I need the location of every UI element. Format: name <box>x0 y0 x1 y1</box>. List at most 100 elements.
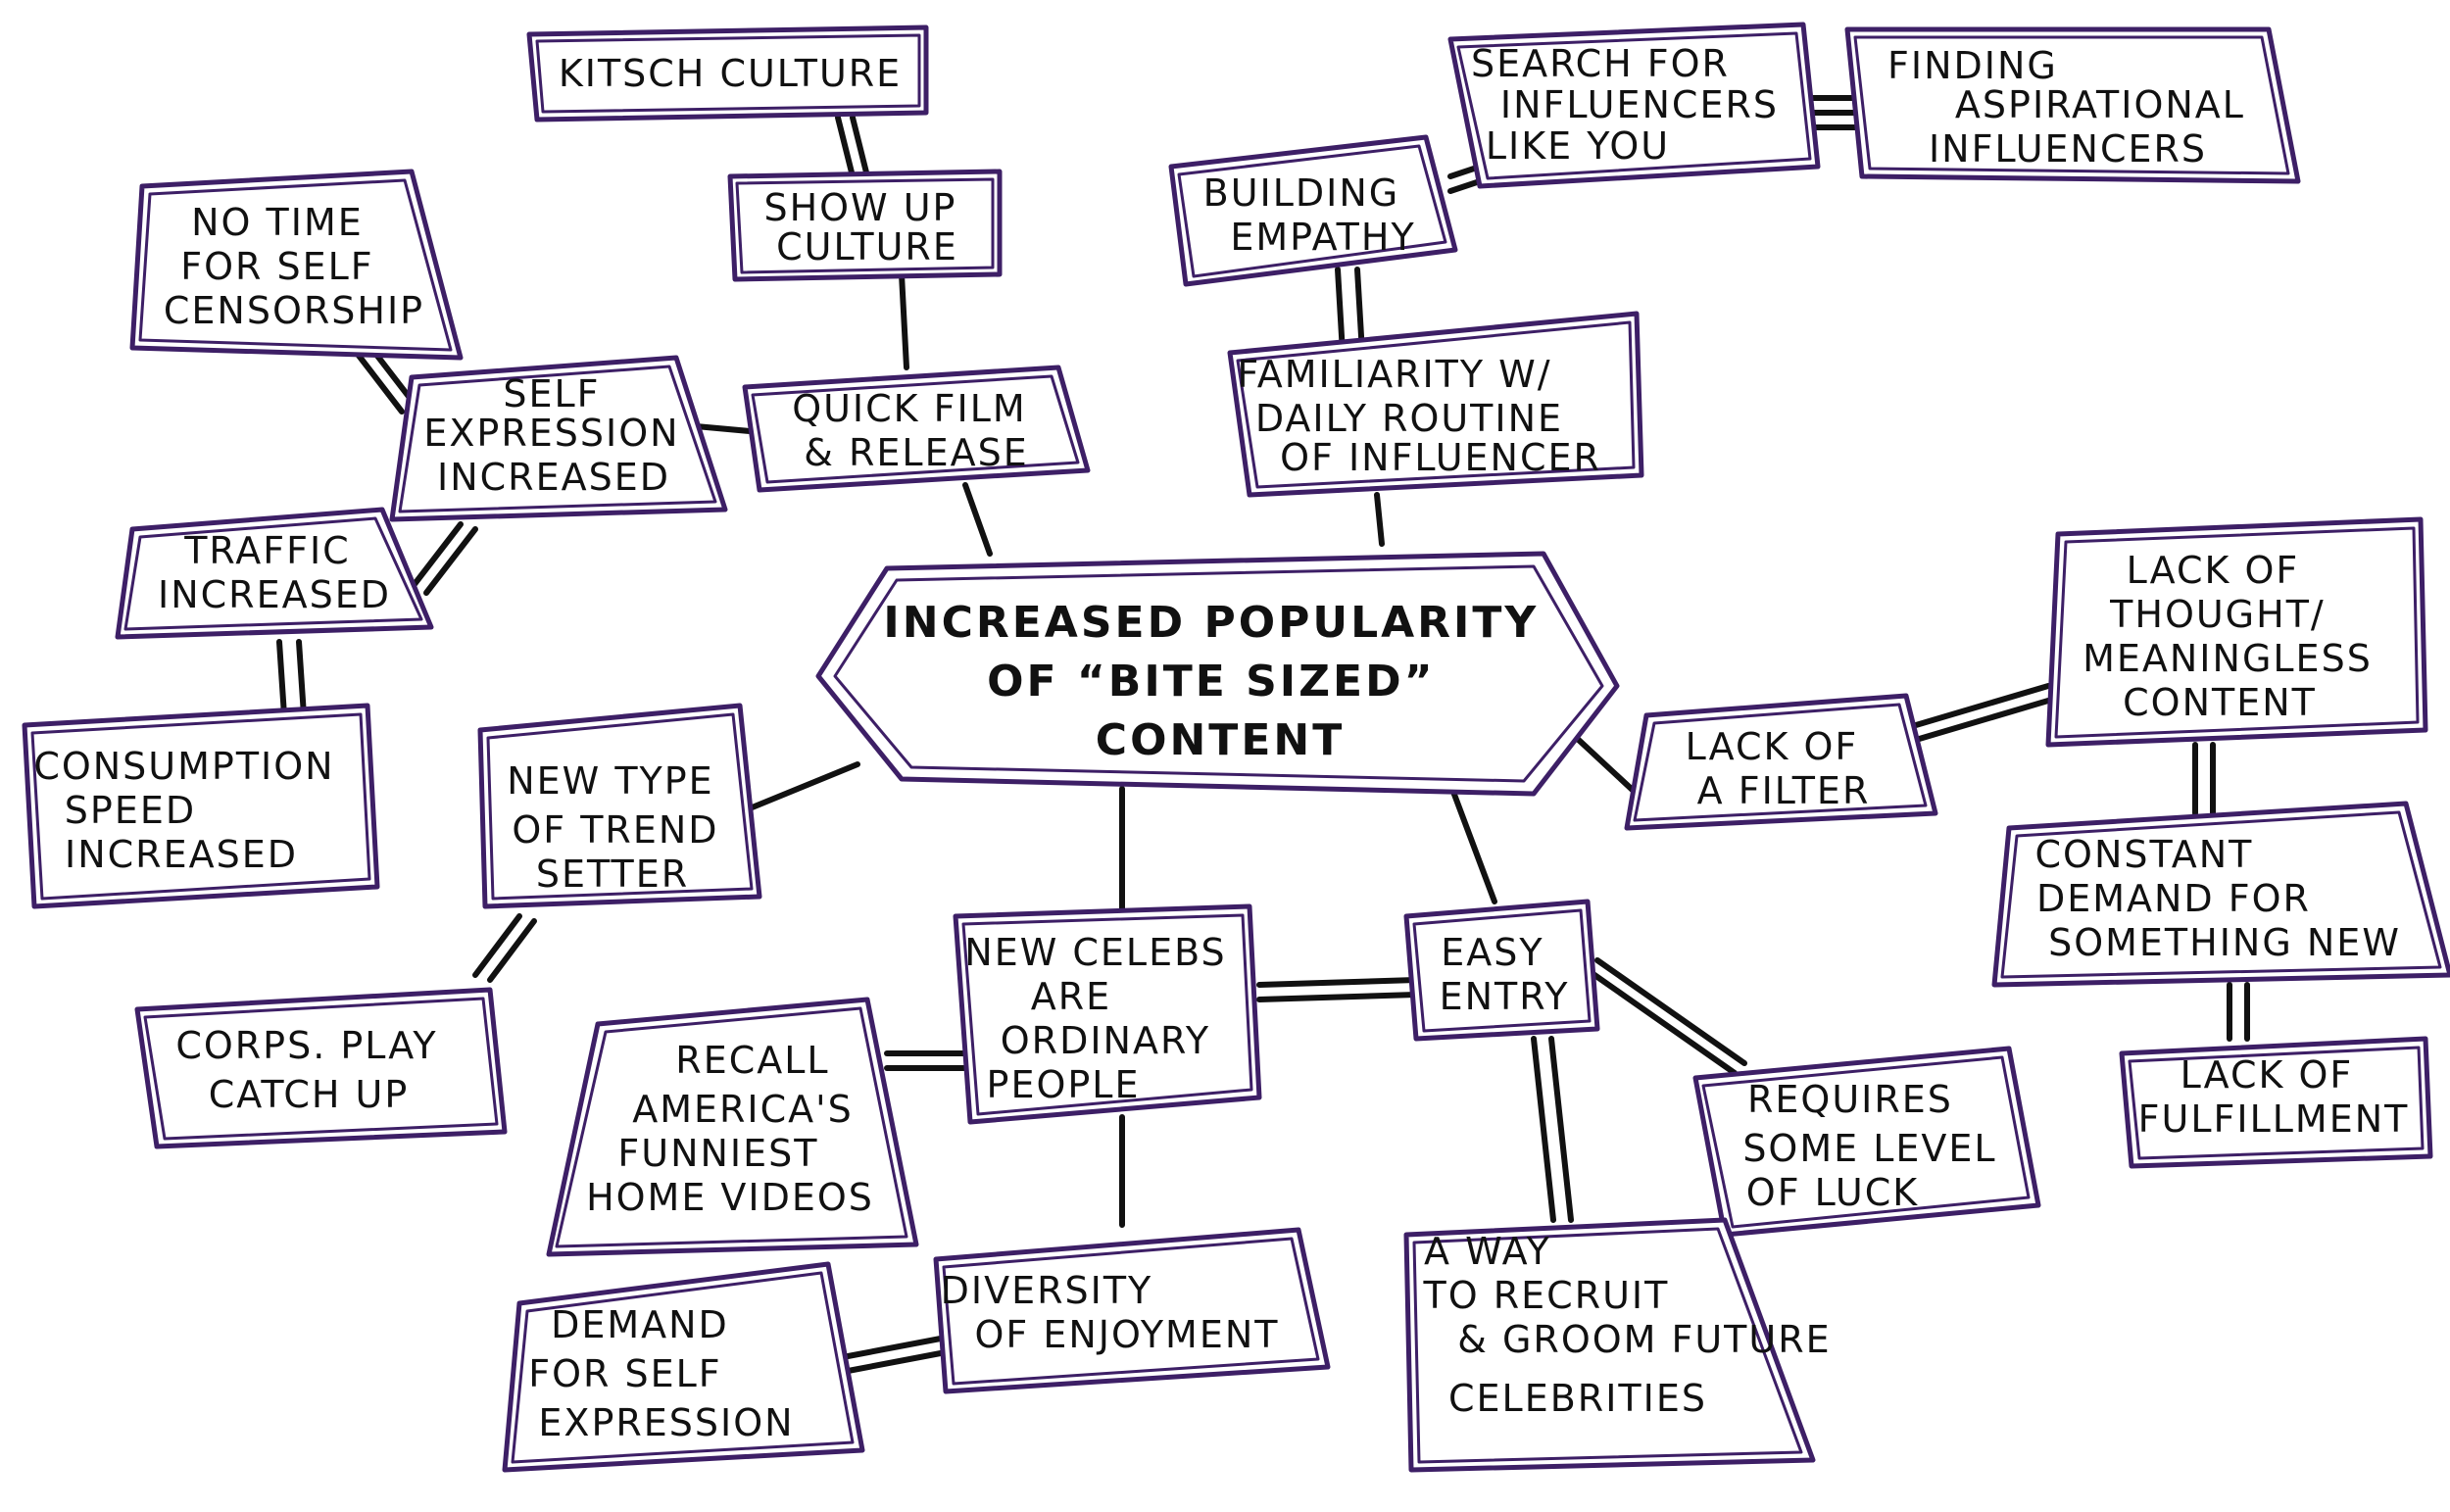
traffic-line-1: TRAFFIC <box>183 529 351 572</box>
lack-thought-line-4: CONTENT <box>2123 681 2317 724</box>
constant-demand-line-3: SOMETHING NEW <box>2048 921 2401 964</box>
finding-line-1: FINDING <box>1887 44 2058 87</box>
search-line-2: INFLUENCERS <box>1500 83 1779 126</box>
node-show-up-culture[interactable]: SHOW UP CULTURE <box>727 169 1003 282</box>
svg-text:LACK OF THOUGHT/ M: LACK OF THOUGHT/ MEANINGLESS CONTENT <box>2082 549 2386 724</box>
new-type-line-1: NEW TYPE <box>507 759 713 803</box>
svg-text:SEARCH FOR INFLUENCERS: SEARCH FOR INFLUENCERS LIKE YOU <box>1471 42 1792 168</box>
edge-easy-recruit <box>1531 1036 1556 1223</box>
diversity-line-1: DIVERSITY <box>941 1269 1153 1312</box>
node-self-expression-increased[interactable]: SELF EXPRESSION INCREASED <box>389 355 728 522</box>
self-expression-line-2: EXPRESSION <box>423 412 679 455</box>
edge-center-familiarity <box>1374 492 1385 547</box>
svg-text:EASY ENTRY: EASY ENTRY <box>1440 931 1570 1018</box>
recall-line-2: AMERICA'S <box>632 1088 854 1131</box>
svg-text:CONSUMPTION SPEED: CONSUMPTION SPEED INCREASED <box>33 745 348 876</box>
node-quick-film-release[interactable]: QUICK FILM & RELEASE <box>742 365 1091 493</box>
node-easy-entry[interactable]: EASY ENTRY <box>1403 899 1600 1042</box>
recall-line-3: FUNNIEST <box>617 1132 818 1175</box>
node-new-type-trend-setter[interactable]: NEW TYPE OF TREND SETTER <box>477 703 762 909</box>
node-traffic-increased[interactable]: TRAFFIC INCREASED <box>115 507 434 640</box>
edge-traffic-consumption-b <box>296 639 307 718</box>
svg-text:LACK OF FULFILLMENT: LACK OF FULFILLMENT <box>2138 1053 2410 1141</box>
edge-empathy-search-b <box>1447 178 1483 194</box>
node-diversity-of-enjoyment[interactable]: DIVERSITY OF ENJOYMENT <box>933 1227 1331 1394</box>
node-way-to-recruit[interactable]: A WAY TO RECRUIT & GROOM FUTURE CELEBRIT… <box>1403 1217 1845 1473</box>
search-line-3: LIKE YOU <box>1486 124 1670 168</box>
requires-luck-line-3: OF LUCK <box>1746 1171 1919 1214</box>
edge-center-new-type <box>747 761 860 811</box>
edge-new-type-corps <box>472 913 522 978</box>
recall-line-1: RECALL <box>675 1039 829 1082</box>
lack-thought-line-1: LACK OF <box>2127 549 2300 592</box>
svg-text:SHOW UP CULTURE: SHOW UP CULTURE <box>763 186 970 268</box>
svg-text:QUICK FILM & RELEASE: QUICK FILM & RELEASE <box>792 387 1041 474</box>
edge-kitsch-show-up <box>835 115 856 179</box>
lack-filter-line-2: A FILTER <box>1697 769 1871 812</box>
node-finding-aspirational-influencers[interactable]: FINDING ASPIRATIONAL INFLUENCERS <box>1844 26 2301 184</box>
lack-thought-line-3: MEANINGLESS <box>2082 637 2373 680</box>
quick-film-line-1: QUICK FILM <box>792 387 1026 430</box>
edge-new-celebs-easy-b <box>1256 992 1419 1002</box>
svg-text:REQUIRES SOME LEVEL: REQUIRES SOME LEVEL OF LUCK <box>1742 1078 2010 1214</box>
show-up-culture-line-2: CULTURE <box>776 225 958 268</box>
node-search-for-influencers[interactable]: SEARCH FOR INFLUENCERS LIKE YOU <box>1447 22 1821 189</box>
svg-text:SELF EXPRESSION IN: SELF EXPRESSION INCREASED <box>423 372 693 499</box>
node-lack-of-fulfillment[interactable]: LACK OF FULFILLMENT <box>2119 1036 2433 1169</box>
edge-easy-luck <box>1585 967 1738 1076</box>
edge-filter-thought <box>1913 683 2051 728</box>
svg-text:RECALL AMERICA'S F: RECALL AMERICA'S FUNNIEST HOME VIDEOS <box>586 1039 874 1219</box>
node-requires-luck[interactable]: REQUIRES SOME LEVEL OF LUCK <box>1692 1046 2041 1238</box>
edge-easy-luck-b <box>1594 957 1747 1066</box>
node-familiarity-daily-routine[interactable]: FAMILIARITY W/ DAILY ROUTINE OF INFLUENC… <box>1227 311 1644 498</box>
edge-diversity-demand-b <box>840 1349 949 1375</box>
center-line-3: CONTENT <box>1096 715 1345 765</box>
edge-new-celebs-easy <box>1256 977 1419 988</box>
node-no-time-self-censorship[interactable]: NO TIME FOR SELF CENSORSHIP <box>129 169 464 361</box>
new-celebs-line-3: ORDINARY <box>1001 1019 1210 1062</box>
node-kitsch-culture[interactable]: KITSCH CULTURE <box>526 24 929 122</box>
lack-filter-line-1: LACK OF <box>1686 725 1859 768</box>
edge-quick-film-self-expression <box>693 423 753 434</box>
no-time-line-1: NO TIME <box>191 201 364 244</box>
edge-center-easy-entry <box>1447 781 1497 904</box>
svg-text:CORPS. PLAY CATCH UP: CORPS. PLAY CATCH UP <box>175 1024 451 1116</box>
lack-fulfillment-line-2: FULFILLMENT <box>2138 1097 2410 1141</box>
demand-self-line-3: EXPRESSION <box>538 1401 794 1444</box>
node-building-empathy[interactable]: BUILDING EMPATHY <box>1168 134 1458 287</box>
no-time-line-3: CENSORSHIP <box>164 289 424 332</box>
consumption-line-1: CONSUMPTION <box>33 745 334 788</box>
svg-text:NEW TYPE OF TREND: NEW TYPE OF TREND SETTER <box>507 759 732 896</box>
svg-text:KITSCH CULTURE: KITSCH CULTURE <box>559 52 902 95</box>
edge-easy-recruit-b <box>1548 1036 1574 1223</box>
svg-text:TRAFFIC INCREASED: TRAFFIC INCREASED <box>158 529 391 616</box>
self-expression-line-3: INCREASED <box>437 456 670 499</box>
node-recall-afv[interactable]: RECALL AMERICA'S FUNNIEST HOME VIDEOS <box>546 997 919 1257</box>
svg-text:NO TIME FOR SELF C: NO TIME FOR SELF CENSORSHIP <box>164 201 424 332</box>
svg-text:A WAY TO RECRUIT &: A WAY TO RECRUIT & GROOM FUTURE CELEBRIT… <box>1423 1230 1845 1420</box>
node-demand-self-expression[interactable]: DEMAND FOR SELF EXPRESSION <box>502 1261 865 1473</box>
node-consumption-speed-increased[interactable]: CONSUMPTION SPEED INCREASED <box>22 703 380 909</box>
svg-text:FINDING ASPIRATIONAL: FINDING ASPIRATIONAL INFLUENCERS <box>1887 44 2259 171</box>
node-center[interactable]: INCREASED POPULARITY OF “BITE SIZED” CON… <box>815 551 1620 797</box>
recruit-line-3: & GROOM FUTURE <box>1457 1318 1831 1361</box>
edge-diversity-demand <box>840 1335 949 1360</box>
traffic-line-2: INCREASED <box>158 573 391 616</box>
easy-entry-line-1: EASY <box>1441 931 1544 974</box>
search-line-1: SEARCH FOR <box>1471 42 1730 85</box>
node-new-celebs[interactable]: NEW CELEBS ARE ORDINARY PEOPLE <box>953 903 1262 1125</box>
recruit-line-1: A WAY <box>1424 1230 1551 1273</box>
node-lack-of-thought[interactable]: LACK OF THOUGHT/ MEANINGLESS CONTENT <box>2045 516 2428 748</box>
finding-line-3: INFLUENCERS <box>1929 127 2207 171</box>
corps-line-1: CORPS. PLAY <box>175 1024 437 1067</box>
node-constant-demand[interactable]: CONSTANT DEMAND FOR SOMETHING NEW <box>1991 801 2450 988</box>
consumption-line-2: SPEED <box>65 789 196 832</box>
easy-entry-line-2: ENTRY <box>1440 975 1570 1018</box>
familiarity-line-1: FAMILIARITY W/ <box>1237 353 1551 396</box>
node-corps-play-catch-up[interactable]: CORPS. PLAY CATCH UP <box>134 987 508 1149</box>
new-type-line-3: SETTER <box>536 853 689 896</box>
svg-text:BUILDING EMPATHY: BUILDING EMPATHY <box>1203 171 1416 259</box>
node-lack-of-a-filter[interactable]: LACK OF A FILTER <box>1624 693 1938 831</box>
new-celebs-line-1: NEW CELEBS <box>964 931 1226 974</box>
